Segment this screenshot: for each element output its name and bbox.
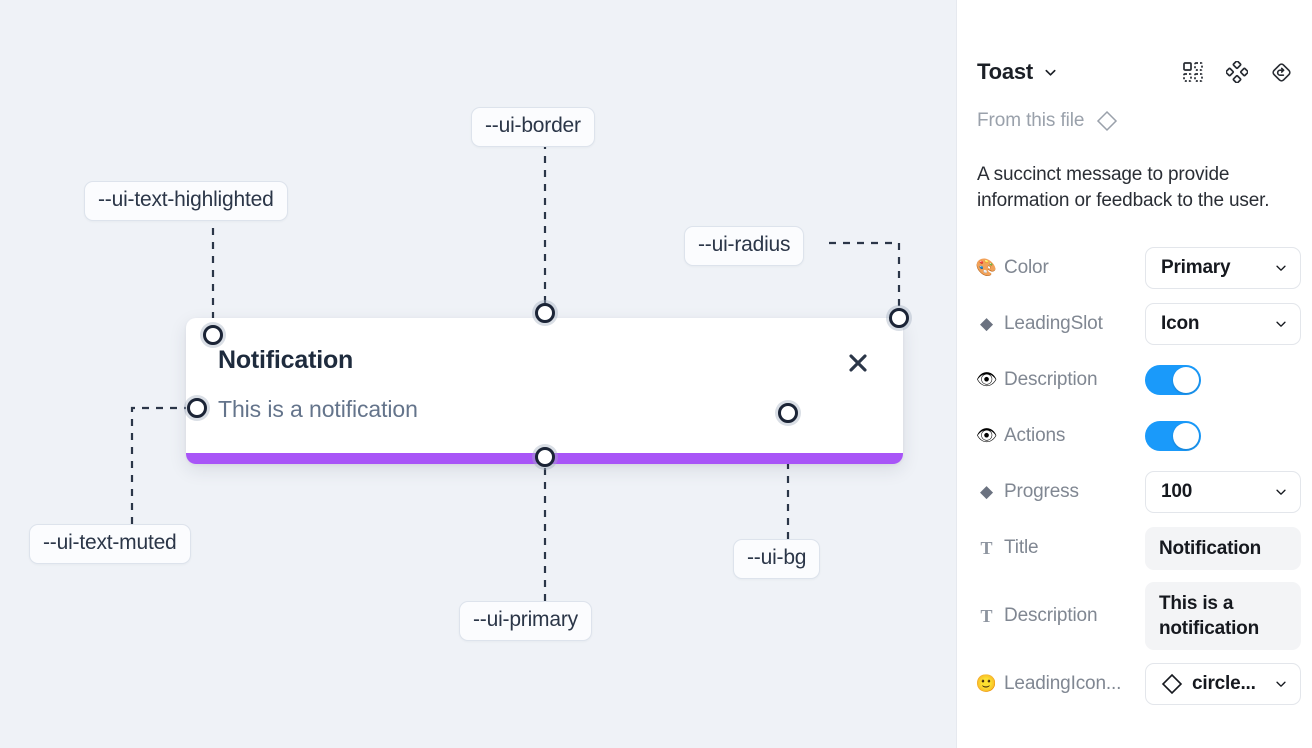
annotation-label-ui-border[interactable]: --ui-border [471, 107, 595, 147]
diamond-icon: ◆ [979, 482, 994, 501]
property-row-leadingicon: 🙂 LeadingIcon... circle... [957, 662, 1312, 706]
property-row-title: T Title Notification [957, 526, 1312, 570]
annotation-label-ui-text-highlighted[interactable]: --ui-text-highlighted [84, 181, 288, 221]
property-label-color: Color [1004, 257, 1049, 278]
property-row-actions-visibility: 👁 Actions [957, 414, 1312, 458]
description-input[interactable]: This is a notification [1145, 582, 1301, 650]
component-properties-icon[interactable] [1182, 61, 1204, 83]
handle-ui-text-highlighted[interactable] [203, 325, 223, 345]
property-row-color: 🎨 Color Primary [957, 246, 1312, 290]
handle-ui-primary[interactable] [535, 447, 555, 467]
diamond-component-icon [1161, 673, 1183, 695]
close-x-icon[interactable] [841, 346, 875, 380]
property-label-description-visibility: Description [1004, 369, 1098, 390]
chevron-down-icon [1274, 317, 1288, 331]
title-input[interactable]: Notification [1145, 526, 1301, 570]
toast-description: This is a notification [218, 396, 418, 422]
reset-instance-icon[interactable] [1270, 61, 1293, 84]
property-label-description-text: Description [1004, 605, 1098, 626]
palette-icon: 🎨 [975, 258, 998, 277]
handle-ui-bg[interactable] [778, 403, 798, 423]
leadingslot-select-value: Icon [1161, 313, 1200, 334]
from-this-file-label: From this file [977, 110, 1085, 131]
diamond-icon: ◆ [979, 314, 994, 333]
emoji-icon: 🙂 [975, 674, 998, 693]
connector-ui-text-muted [130, 406, 197, 524]
chevron-down-icon [1274, 261, 1288, 275]
toast-component[interactable]: Notification This is a notification [186, 318, 903, 464]
handle-ui-text-muted[interactable] [187, 398, 207, 418]
property-row-progress: ◆ Progress 100 [957, 470, 1312, 514]
toggle-knob [1173, 423, 1199, 449]
panel-title: Toast [977, 59, 1034, 84]
component-description: A succinct message to provide informatio… [977, 164, 1270, 211]
text-icon: T [980, 537, 993, 558]
chevron-down-icon[interactable] [1043, 65, 1058, 80]
property-row-description-visibility: 👁 Description [957, 358, 1312, 402]
color-select-value: Primary [1161, 257, 1231, 278]
panel-header: Toast [957, 48, 1312, 96]
leadingslot-select[interactable]: Icon [1145, 303, 1301, 345]
chevron-down-icon [1274, 677, 1288, 691]
description-toggle[interactable] [1145, 365, 1201, 395]
color-select[interactable]: Primary [1145, 247, 1301, 289]
leadingicon-select[interactable]: circle... [1145, 663, 1301, 705]
actions-toggle[interactable] [1145, 421, 1201, 451]
progress-select-value: 100 [1161, 481, 1193, 502]
from-this-file-row: From this file [977, 110, 1118, 132]
handle-ui-radius[interactable] [889, 308, 909, 328]
design-canvas[interactable]: --ui-text-highlighted --ui-border --ui-r… [0, 0, 956, 748]
toggle-knob [1173, 367, 1199, 393]
chevron-down-icon [1274, 485, 1288, 499]
connector-ui-radius [829, 241, 901, 318]
properties-panel: Toast [956, 0, 1312, 748]
property-label-progress: Progress [1004, 481, 1079, 502]
swap-instance-icon[interactable] [1226, 61, 1248, 83]
eye-icon: 👁 [975, 426, 998, 445]
diamond-component-icon[interactable] [1096, 110, 1118, 132]
eye-icon: 👁 [975, 370, 998, 389]
text-icon: T [980, 605, 993, 626]
annotation-label-ui-primary[interactable]: --ui-primary [459, 601, 592, 641]
property-label-title: Title [1004, 537, 1039, 558]
property-label-leadingslot: LeadingSlot [1004, 313, 1103, 334]
property-label-actions-visibility: Actions [1004, 425, 1066, 446]
property-row-description-text: T Description This is a notification [957, 582, 1312, 650]
property-label-leadingicon: LeadingIcon... [1004, 673, 1122, 694]
leadingicon-select-value: circle... [1192, 673, 1256, 694]
property-list: 🎨 Color Primary [957, 246, 1312, 718]
progress-select[interactable]: 100 [1145, 471, 1301, 513]
annotation-label-ui-text-muted[interactable]: --ui-text-muted [29, 524, 191, 564]
property-row-leadingslot: ◆ LeadingSlot Icon [957, 302, 1312, 346]
toast-title: Notification [218, 346, 354, 374]
handle-ui-border[interactable] [535, 303, 555, 323]
annotation-label-ui-bg[interactable]: --ui-bg [733, 539, 821, 579]
annotation-label-ui-radius[interactable]: --ui-radius [684, 226, 805, 266]
panel-header-icons [1182, 61, 1293, 84]
